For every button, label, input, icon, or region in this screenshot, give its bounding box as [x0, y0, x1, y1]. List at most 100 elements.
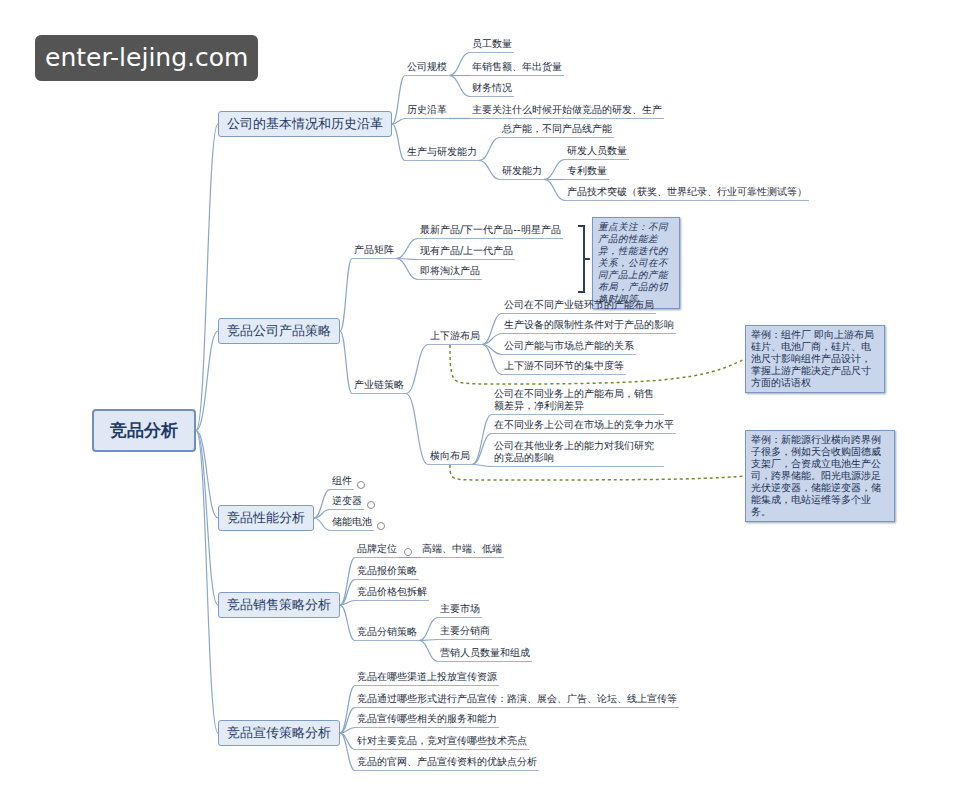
subtopic: 主要分销商: [438, 624, 492, 640]
subtopic: 产业链策略: [352, 378, 406, 394]
topic-text: 竞品的官网、产品宣传资料的优缺点分析: [357, 756, 537, 768]
subtopic: 公司在不同产业链环节的产能布局: [502, 298, 656, 314]
watermark: enter-lejing.com: [35, 35, 258, 81]
branch-line: [449, 76, 470, 97]
topic-text: 产品矩阵: [354, 244, 394, 256]
topic-text: 竞品报价策略: [357, 565, 417, 577]
subtopic: 在不同业务上公司在市场上的竞争力水平: [492, 418, 676, 434]
subtopic: 主要关注什么时候开始做竞品的研发、生产: [470, 103, 664, 119]
relationship-line: [450, 465, 745, 480]
subtopic: 即将淘汰产品: [418, 264, 482, 280]
subtopic: 历史沿革: [405, 103, 449, 119]
branch-line: [340, 728, 355, 734]
subtopic: 竞品通过哪些形式进行产品宣传：路演、展会、广告、论坛、线上宣传等: [355, 692, 679, 708]
branch-line: [396, 239, 418, 259]
root-topic: 竞品分析: [92, 409, 196, 452]
topic-text: 员工数量: [472, 38, 512, 50]
subtopic: 组件: [330, 474, 354, 490]
branch-topic: 公司的基本情况和历史沿革: [218, 111, 392, 137]
topic-text: 重点关注：不同产品的性能差异，性能迭代的关系，公司在不同产品上的产能布局，产品的…: [598, 221, 674, 305]
subtopic: 现有产品/上一代产品: [418, 244, 515, 260]
note-box: 举例：组件厂 即向上游布局硅片、电池厂商，硅片、电池尺寸影响组件产品设计，掌握上…: [745, 325, 885, 393]
branch-line: [314, 510, 330, 519]
topic-text: 竞品价格包拆解: [357, 586, 427, 598]
branch-topic: 竞品公司产品策略: [218, 318, 340, 344]
branch-line: [479, 138, 500, 161]
topic-text: 横向布局: [430, 450, 470, 462]
subtopic: 营销人员数量和组成: [438, 646, 532, 662]
branch-line: [472, 434, 492, 465]
subtopic: 高端、中端、低端: [420, 542, 504, 558]
topic-text: 竞品宣传哪些相关的服务和能力: [357, 713, 497, 725]
branch-line: [472, 465, 492, 467]
subtopic: 竞品价格包拆解: [355, 585, 429, 601]
subtopic: 竞品分销策略: [355, 625, 419, 641]
branch-line: [340, 733, 355, 771]
branch-line: [314, 518, 330, 531]
topic-text: 专利数量: [567, 165, 607, 177]
subtopic: 总产能，不同产品线产能: [500, 122, 614, 138]
branch-line: [479, 161, 500, 180]
topic-text: 产业链策略: [354, 379, 404, 391]
topic-text: 上下游布局: [430, 330, 480, 342]
topic-text: 主要分销商: [440, 625, 490, 637]
branch-line: [449, 53, 470, 76]
subtopic: 针对主要竞品，竞对宣传哪些技术亮点: [355, 734, 529, 750]
branch-line: [482, 334, 502, 345]
subtopic: 竞品的官网、产品宣传资料的优缺点分析: [355, 755, 539, 771]
branch-line: [472, 415, 492, 465]
subtopic: 横向布局: [428, 449, 472, 465]
topic-text: 生产与研发能力: [407, 146, 477, 158]
plus-circle: [405, 549, 412, 556]
topic-text: 针对主要竞品，竞对宣传哪些技术亮点: [357, 735, 527, 747]
topic-text: 在不同业务上公司在市场上的竞争力水平: [494, 419, 674, 431]
topic-text: 组件: [332, 475, 352, 487]
edges: [196, 53, 745, 771]
subtopic: 员工数量: [470, 37, 514, 53]
topic-text: 竞品性能分析: [227, 510, 305, 526]
branch-topic: 竞品宣传策略分析: [218, 720, 340, 746]
topic-text: 竞品分析: [110, 419, 178, 442]
subtopic: 研发能力: [500, 164, 544, 180]
topic-text: 公司的基本情况和历史沿革: [227, 116, 383, 132]
topic-text: 逆变器: [332, 495, 362, 507]
topic-text: 举例：组件厂 即向上游布局硅片、电池厂商，硅片、电池尺寸影响组件产品设计，掌握上…: [751, 329, 879, 389]
topic-text: 最新产品/下一代产品--明星产品: [420, 224, 561, 236]
branch-line: [392, 76, 405, 125]
subtopic: 上下游布局: [428, 329, 482, 345]
branch-line: [340, 708, 355, 734]
subtopic: 产品技术突破（获奖、世界纪录、行业可靠性测试等）: [565, 185, 809, 201]
topic-text: 产品技术突破（获奖、世界纪录、行业可靠性测试等）: [567, 186, 807, 198]
topic-text: 研发人员数量: [567, 145, 627, 157]
branch-line: [340, 331, 352, 394]
topic-text: 财务情况: [472, 82, 512, 94]
branch-line: [392, 119, 405, 125]
subtopic: 专利数量: [565, 164, 609, 180]
subtopic: 竞品在哪些渠道上投放宣传资源: [355, 670, 499, 686]
branch-topic: 竞品性能分析: [218, 505, 314, 531]
branch-line: [419, 618, 438, 641]
bracket: [578, 226, 590, 292]
topic-text: 上下游不同环节的集中度等: [504, 360, 624, 372]
plus-circle: [368, 502, 375, 509]
topic-text: 举例：新能源行业横向跨界例子很多，例如天合收购固德威支架厂，合资成立电池生产公司…: [751, 434, 889, 518]
subtopic: 年销售额、年出货量: [470, 60, 564, 76]
topic-text: 竞品销售策略分析: [227, 597, 331, 613]
subtopic: 储能电池: [330, 515, 374, 531]
subtopic: 生产设备的限制性条件对于产品的影响: [502, 318, 676, 334]
topic-text: 储能电池: [332, 516, 372, 528]
subtopic: 产品矩阵: [352, 243, 396, 259]
topic-text: 竞品分销策略: [357, 626, 417, 638]
topic-text: 高端、中端、低端: [422, 543, 502, 555]
subtopic: 主要市场: [438, 602, 482, 618]
note-box: 举例：新能源行业横向跨界例子很多，例如天合收购固德威支架厂，合资成立电池生产公司…: [745, 430, 895, 522]
branch-line: [196, 124, 218, 431]
plus-circle: [358, 482, 365, 489]
subtopic: 公司在其他业务上的能力对我们研究的竞品的影响: [492, 439, 664, 467]
topic-text: 主要市场: [440, 603, 480, 615]
topic-text: 总产能，不同产品线产能: [502, 123, 612, 135]
topic-text: 营销人员数量和组成: [440, 647, 530, 659]
topic-text: 公司产能与市场总产能的关系: [504, 340, 634, 352]
subtopic: 上下游不同环节的集中度等: [502, 359, 626, 375]
